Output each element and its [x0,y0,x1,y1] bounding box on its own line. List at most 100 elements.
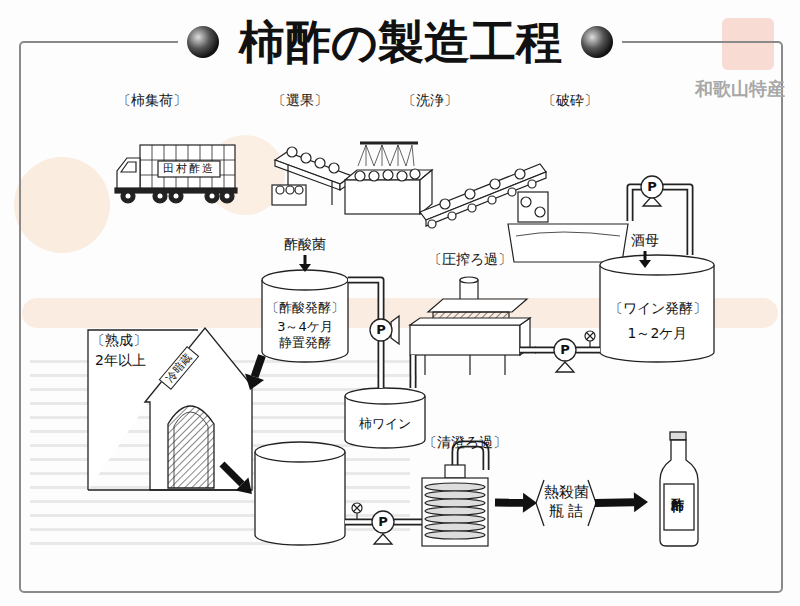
pump-label: P [554,341,576,359]
node-heading: 〔破砕〕 [535,92,605,110]
pump-symbol [556,362,574,372]
wine-tank [600,251,714,362]
pipe-connector [413,375,414,388]
press-illustration [520,348,536,352]
node-text: 1～2ケ月 [600,325,715,343]
washer-illustration [358,145,414,166]
node-text: 田村酢造 [158,162,220,176]
bottle-illustration [660,440,698,546]
washer-illustration [345,143,432,214]
washer-illustration [345,170,432,180]
sorting-conveyor [272,185,306,205]
crushing-node: 〔破砕〕 [505,210,630,265]
pump-symbol [641,176,663,198]
truck-illustration [225,194,230,199]
sorting-conveyor [286,186,294,194]
storehouse-node: 〔熟成〕2年以上冷暗蔵 [85,322,250,492]
tank-node: 〔酢酸発酵〕3～4ケ月 静置発酵 [262,270,348,360]
sorting-conveyor [329,163,339,173]
washer-illustration [369,171,379,181]
crusher-illustration [508,188,516,196]
crusher-illustration [488,196,496,204]
node-heading: 〔ワイン発酵〕 [600,300,715,318]
crusher-illustration [428,220,436,228]
truck-illustration [158,194,163,199]
arrow-shaft [595,498,634,507]
storage-tank [255,452,345,545]
truck-node: 〔柿集荷〕田村酢造 [112,92,247,204]
pump-symbol [370,176,663,544]
press-node: 〔圧搾ろ過〕 [405,275,535,375]
truck-illustration [153,189,167,203]
filter-illustration [425,499,485,507]
truck-illustration [121,162,136,172]
pump-symbol [374,534,392,544]
aging-arrow [222,464,252,494]
background-decoration [14,18,778,545]
sorting-conveyor [276,186,284,194]
background-decoration [14,157,110,253]
press-illustration [428,299,527,312]
watermark-text: 和歌山特産 [688,78,792,101]
filter-illustration [425,523,485,531]
node-text: 冷暗蔵 [159,346,200,390]
truck-illustration [210,194,215,199]
bottle-node: 柿酢 [648,430,703,550]
tank-node: 〔ワイン発酵〕 1～2ケ月 [600,255,715,360]
sterilize-bracket [588,480,596,526]
sterilize-node: 熱殺菌 瓶 詰 [537,476,595,530]
sorting-node: 〔選果〕 [268,92,353,210]
crusher-illustration [490,179,500,189]
crusher-illustration [468,204,476,212]
sterilize-bracket [536,480,596,526]
bottle-illustration [664,484,694,530]
truck-illustration [126,194,131,199]
crusher-illustration [515,169,525,179]
valve-symbol [356,513,357,519]
truck-illustration [115,145,237,203]
crusher-illustration [448,212,456,220]
crusher-illustration [440,199,450,209]
node-heading: 熱殺菌 瓶 詰 [541,483,591,521]
filter-illustration [425,483,485,491]
truck-illustration [174,194,179,199]
filter-illustration [425,507,485,515]
node-heading: 柿ワイン [345,416,425,432]
storehouse-illustration [174,412,208,488]
press-illustration [410,318,530,325]
valve-symbol [354,505,361,512]
sorting-conveyor [272,147,352,205]
storage-tank [255,442,345,462]
input-label: 酢酸菌 [275,236,335,254]
crusher-illustration [465,189,475,199]
frame [20,42,782,592]
valve-symbol [589,341,590,347]
washer-illustration [355,171,365,181]
bottle-illustration [670,432,686,440]
arrow-head [245,373,264,390]
pump-label: P [641,178,663,196]
sterilize-bracket [536,480,544,526]
storehouse-illustration [88,489,252,490]
vinegar-tank [262,280,348,362]
tank-node: 柿ワイン [345,388,425,448]
node-heading: 〔洗浄〕 [395,92,465,110]
background-decoration [30,514,410,517]
filter-illustration [425,515,485,523]
vinegar-tank [299,264,311,272]
storage-tank [255,442,345,545]
aging-arrow [222,464,242,484]
truck-illustration [121,189,135,203]
arrow-shaft [495,499,523,507]
pump-symbol [554,339,576,361]
storehouse-illustration [145,328,252,490]
sorting-conveyor [295,186,303,194]
frame [20,18,782,592]
press-illustration [410,355,417,375]
persimmon-wine-tank [345,388,425,404]
node-heading: 〔柿集荷〕 [102,92,202,110]
storehouse-illustration [168,406,214,488]
press-illustration [425,355,505,375]
filter-node: 〔清澄ろ過〕 [415,455,495,550]
